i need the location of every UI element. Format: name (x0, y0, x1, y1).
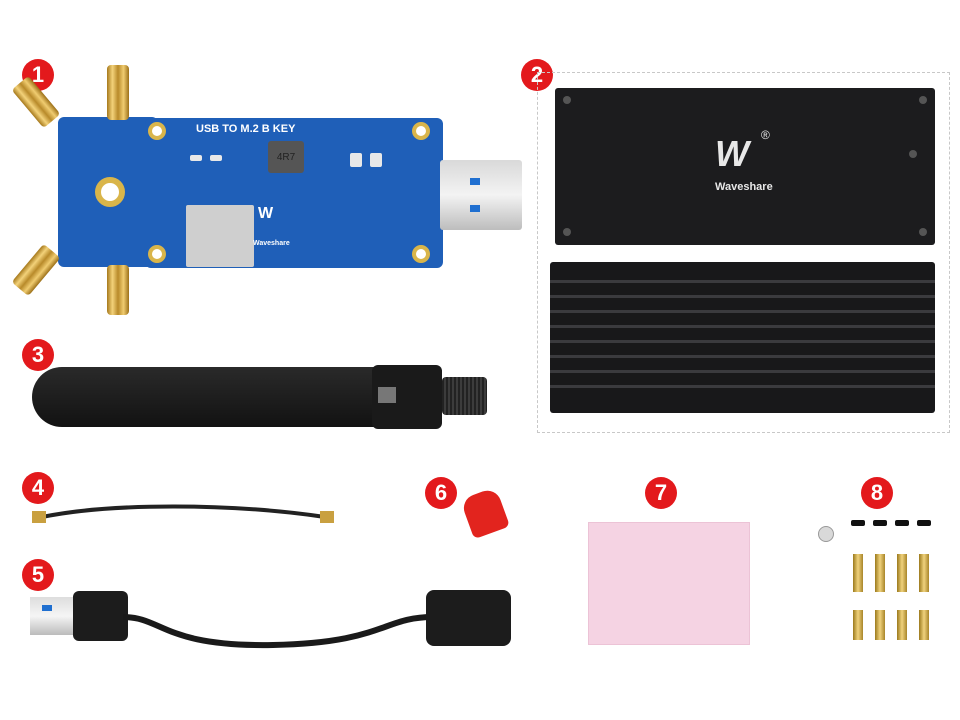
pcb-brand: Waveshare (253, 240, 290, 247)
item-number-badge-7: 7 (645, 477, 677, 509)
usb-a-plug (440, 160, 522, 230)
item-number-badge-5: 5 (22, 559, 54, 591)
item-number-badge-4: 4 (22, 472, 54, 504)
screws-and-standoffs (810, 518, 950, 648)
ipex-cable (32, 504, 334, 523)
antenna (32, 365, 492, 429)
usb-m2-adapter-board: USB TO M.2 B KEY 4R7 W Waveshare (11, 65, 530, 315)
registered-mark: ® (761, 128, 770, 142)
heatsink (550, 262, 935, 413)
waveshare-logo-icon: W (715, 133, 749, 174)
case-lid: W ® Waveshare (555, 88, 935, 245)
pcb-title: USB TO M.2 B KEY (196, 123, 296, 135)
thermal-pad (588, 522, 750, 645)
item-number-badge-6: 6 (425, 477, 457, 509)
inductor: 4R7 (268, 141, 304, 173)
case-dashed-frame (537, 72, 950, 433)
item-number-badge-3: 3 (22, 339, 54, 371)
case-brand: Waveshare (715, 181, 773, 193)
pcb-logo: W (258, 205, 274, 222)
red-cap (459, 486, 511, 540)
item-number-badge-8: 8 (861, 477, 893, 509)
usb-extension-cable (28, 585, 518, 655)
